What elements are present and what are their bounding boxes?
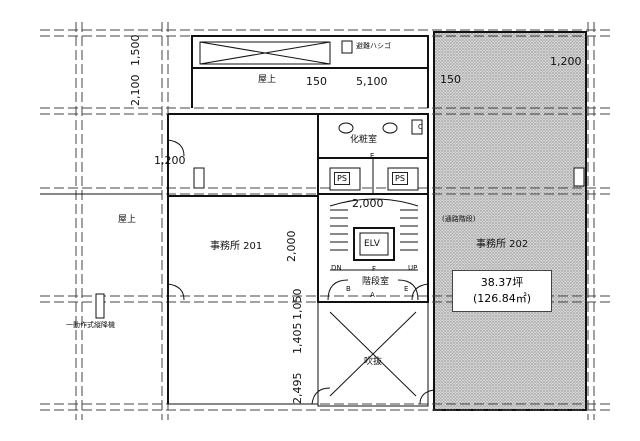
dim-2000-v: 2,000 [285,230,298,263]
marker-f: F [372,265,377,273]
walls [40,35,429,407]
dim-150a: 150 [306,75,327,88]
marker-dn: DN [331,264,342,272]
door-swings [167,139,435,405]
room-office-201: 事務所 201 [210,241,263,252]
ps-right: PS [392,172,408,185]
area-summary-box: 38.37坪 (126.84㎡) [452,270,552,312]
auto-closing-label: 一動作式縦降機 [66,321,115,329]
dim-1200-left: 1,200 [154,154,186,167]
room-toilet: 化粧室 [350,135,378,145]
room-office-202-note: (通路階段) [442,215,476,223]
marker-e-bottom: E [404,285,409,293]
marker-e-top: E [370,152,375,160]
ps-left: PS [334,172,350,185]
room-void: 吹抜 [364,357,383,367]
dim-5100: 5,100 [356,75,388,88]
marker-b: B [346,285,351,293]
room-rooftop-top: 屋上 [258,75,277,85]
marker-a: A [370,291,375,299]
office-202-hatch [433,31,587,411]
dim-1405: 1,405 [291,322,304,355]
area-sqm: (126.84㎡) [472,292,532,305]
dim-2495: 2,495 [291,372,304,405]
stair-treads [327,198,419,301]
dim-2000-h: 2,000 [352,197,384,210]
room-elevator: ELV [364,239,380,249]
escape-ladder-label: 避難ハシゴ [356,42,391,50]
dim-1500: 1,500 [129,34,142,67]
room-stair: 階段室 [362,277,390,287]
dim-2100: 2,100 [129,74,142,107]
marker-up: UP [408,264,418,272]
area-tsubo: 38.37坪 [480,276,524,289]
dim-1200-right: 1,200 [550,55,582,68]
marker-c: C [418,123,423,131]
dim-150b: 150 [440,73,461,86]
room-office-202: 事務所 202 [476,239,529,250]
dim-1050: 1,050 [291,288,304,321]
room-rooftop-left: 屋上 [118,215,137,225]
